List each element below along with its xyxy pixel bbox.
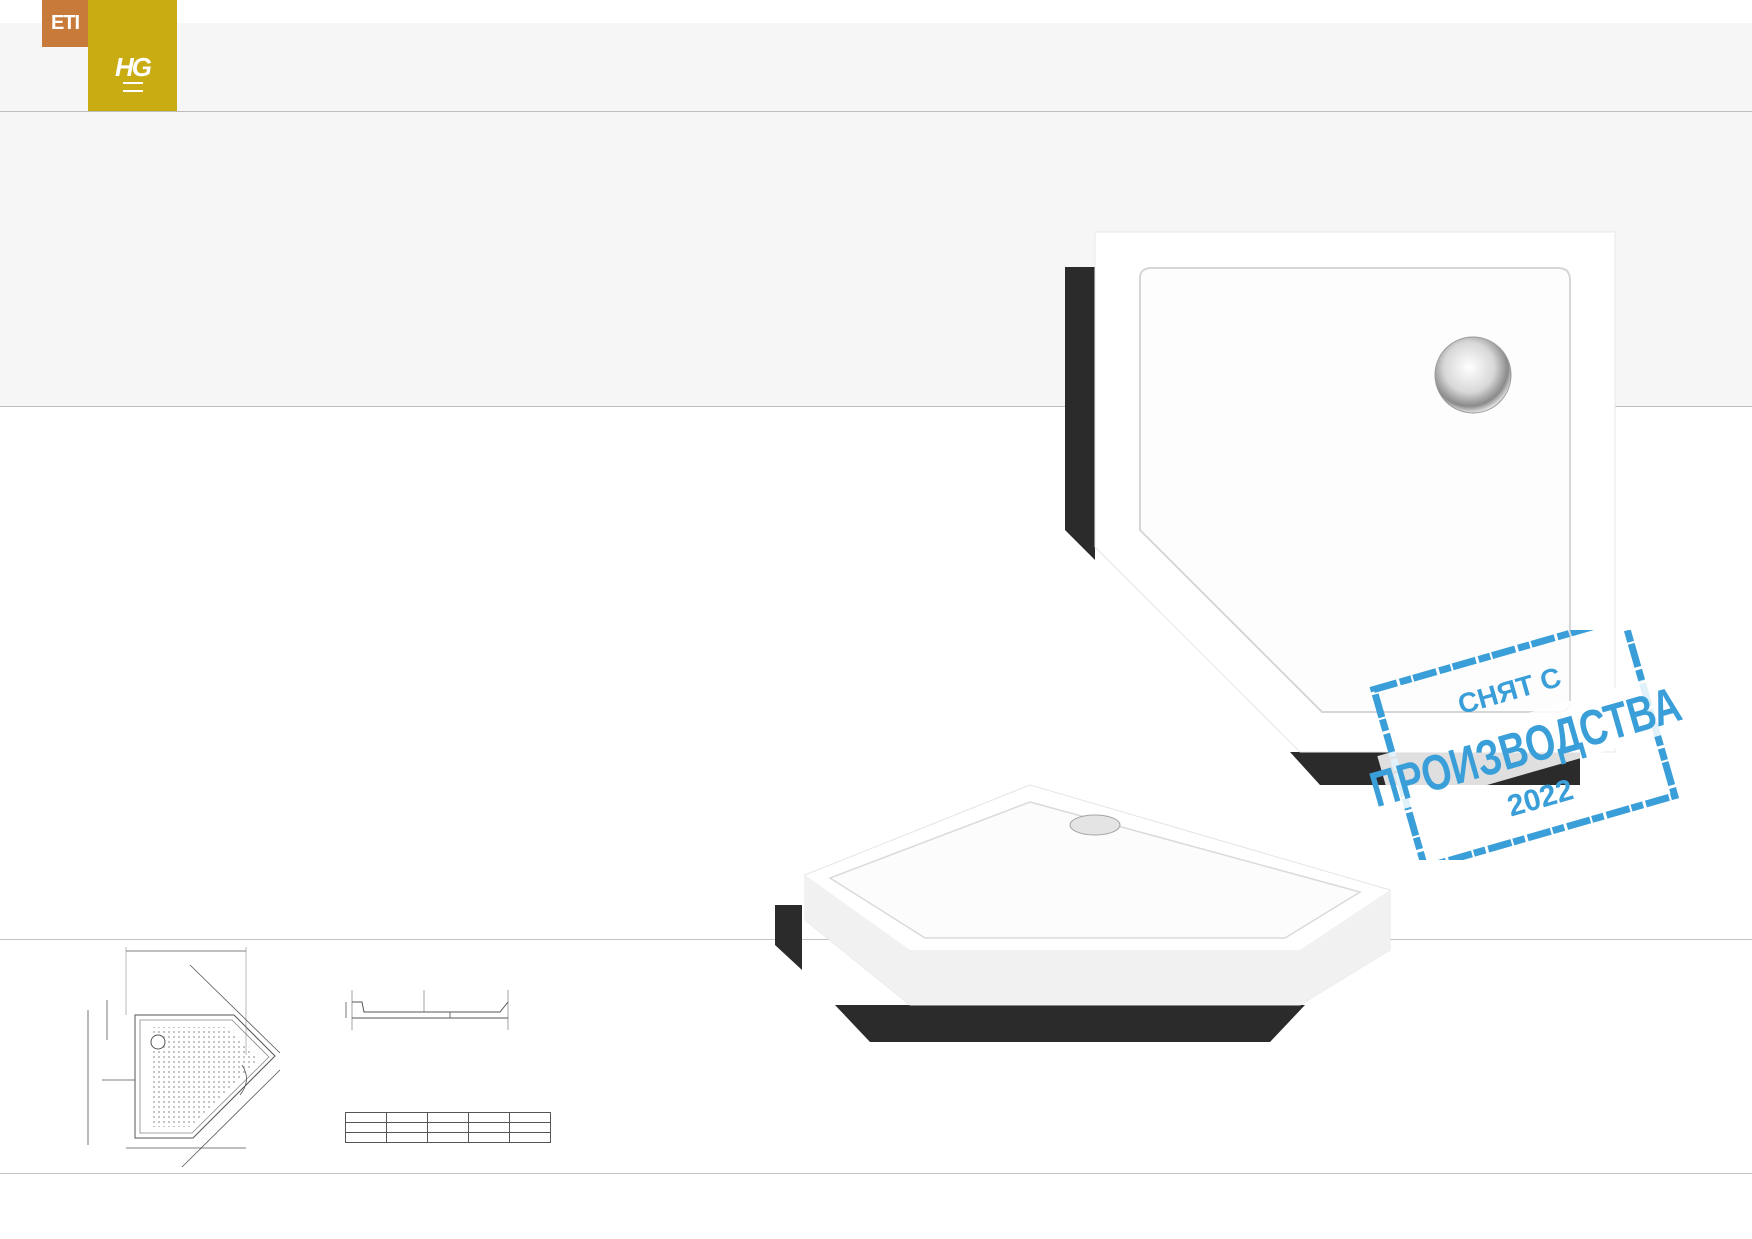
drain-icon <box>150 1034 166 1050</box>
table-row <box>345 1112 551 1123</box>
header-band <box>0 23 1752 112</box>
section-divider <box>0 1173 1752 1174</box>
tray-shadow-left <box>1065 267 1095 560</box>
drain-icon <box>1069 814 1121 836</box>
spec-table <box>345 1112 551 1143</box>
tray-shadow-bottom <box>835 1005 1305 1042</box>
angle-arc <box>239 1064 247 1096</box>
table-cell <box>468 1112 510 1123</box>
technical-drawing-plan <box>87 947 281 1168</box>
drain-icon <box>1434 336 1512 414</box>
table-cell <box>509 1132 551 1143</box>
table-row <box>345 1122 551 1133</box>
tray-inner-outline <box>139 1019 270 1134</box>
technical-drawing-section <box>345 990 509 1030</box>
tray-outline <box>134 1014 276 1139</box>
table-cell <box>427 1112 469 1123</box>
tray-section-top <box>352 1001 509 1013</box>
table-cell <box>386 1112 428 1123</box>
table-cell <box>509 1122 551 1133</box>
tray-basin <box>828 801 1362 939</box>
hg-logo: HG <box>88 0 177 111</box>
table-cell <box>468 1132 510 1143</box>
eti-logo: ETI <box>42 0 88 47</box>
table-cell <box>345 1112 387 1123</box>
table-cell <box>427 1122 469 1133</box>
hg-logo-text: HG <box>115 51 152 82</box>
table-cell <box>509 1112 551 1123</box>
product-photo-perspective <box>775 784 1391 1042</box>
table-cell <box>345 1132 387 1143</box>
eti-logo-text: ETI <box>50 12 80 34</box>
table-cell <box>427 1132 469 1143</box>
table-cell <box>386 1122 428 1133</box>
anti-slip-pattern <box>150 1027 260 1127</box>
hg-logo-mark: HG <box>115 51 152 92</box>
table-cell <box>345 1122 387 1133</box>
table-cell <box>468 1122 510 1133</box>
tray-shadow-left <box>775 905 802 970</box>
table-cell <box>386 1132 428 1143</box>
discontinued-stamp: СНЯТ С ПРОИЗВОДСТВА 2022 <box>1364 630 1687 860</box>
tray-front-face <box>805 875 1390 1005</box>
stamp-line-3: 2022 <box>1504 773 1577 823</box>
dimension-line-diagonal <box>189 964 281 1054</box>
table-row <box>345 1132 551 1143</box>
stamp-text-backdrop <box>1377 673 1682 812</box>
dimension-line-front <box>181 1069 281 1168</box>
hg-logo-waves <box>122 81 143 92</box>
